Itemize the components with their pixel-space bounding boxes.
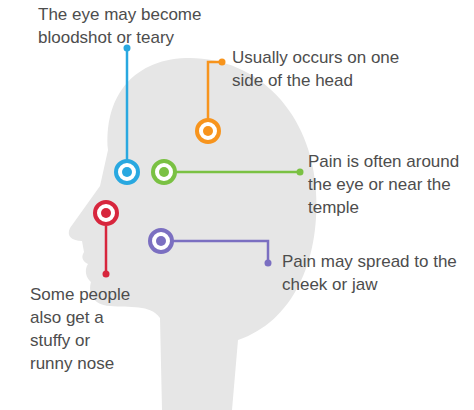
marker-ring	[153, 161, 175, 183]
marker-dot	[159, 167, 169, 177]
marker-ring	[150, 230, 172, 252]
callout-text: Pain is often around the eye or near the…	[308, 150, 474, 219]
leader-dot	[265, 260, 272, 267]
leader-dot	[103, 271, 110, 278]
callout-text: Usually occurs on one side of the head	[232, 46, 432, 92]
marker-dot	[156, 236, 166, 246]
leader-dot	[297, 169, 304, 176]
callout-text: Some people also get a stuffy or runny n…	[30, 283, 134, 375]
marker-dot	[122, 167, 132, 177]
callout-text: Pain may spread to the cheek or jaw	[282, 250, 467, 296]
markers	[95, 120, 219, 252]
marker-dot	[203, 126, 213, 136]
callout-text: The eye may become bloodshot or teary	[38, 3, 228, 49]
marker-ring	[197, 120, 219, 142]
leader-dot	[219, 59, 226, 66]
leader-line	[208, 62, 222, 119]
leader-line	[176, 171, 300, 174]
leader-line	[173, 241, 268, 263]
marker-ring	[116, 161, 138, 183]
marker-dot	[101, 208, 111, 218]
leader-line	[126, 48, 129, 160]
marker-ring	[95, 202, 117, 224]
leader-line	[105, 226, 108, 274]
